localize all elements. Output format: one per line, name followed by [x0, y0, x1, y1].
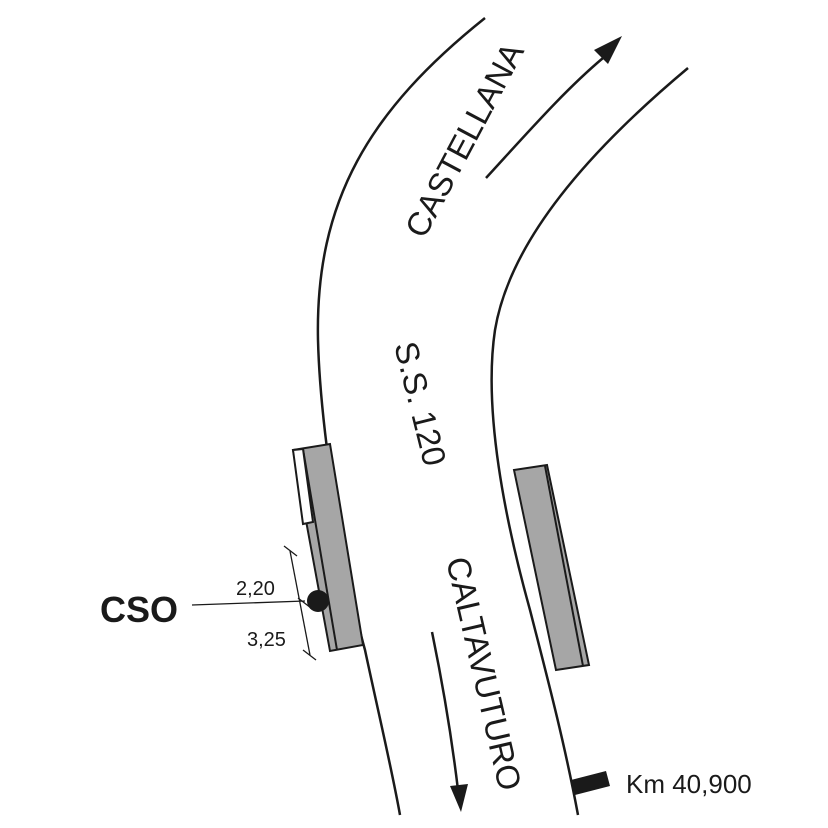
road-left-edge [316, 17, 486, 816]
arrow-south [430, 631, 468, 812]
station-label: CSO [100, 589, 178, 630]
road-right-edge [490, 67, 689, 816]
dimension-lower-label: 3,25 [247, 629, 286, 651]
dimension-line [283, 545, 317, 661]
road-code-label: S.S. 120 [387, 338, 454, 470]
arrow-north [485, 36, 622, 179]
cso-leader-line [191, 600, 306, 606]
km-marker-label: Km 40,900 [626, 769, 752, 799]
dimension-upper-label: 2,20 [236, 578, 275, 600]
cso-station-dot [307, 590, 329, 612]
direction-label-castellana: CASTELLANA [398, 36, 531, 243]
left-platform [291, 442, 365, 653]
right-platform [512, 463, 591, 672]
km-marker-icon [571, 771, 610, 795]
